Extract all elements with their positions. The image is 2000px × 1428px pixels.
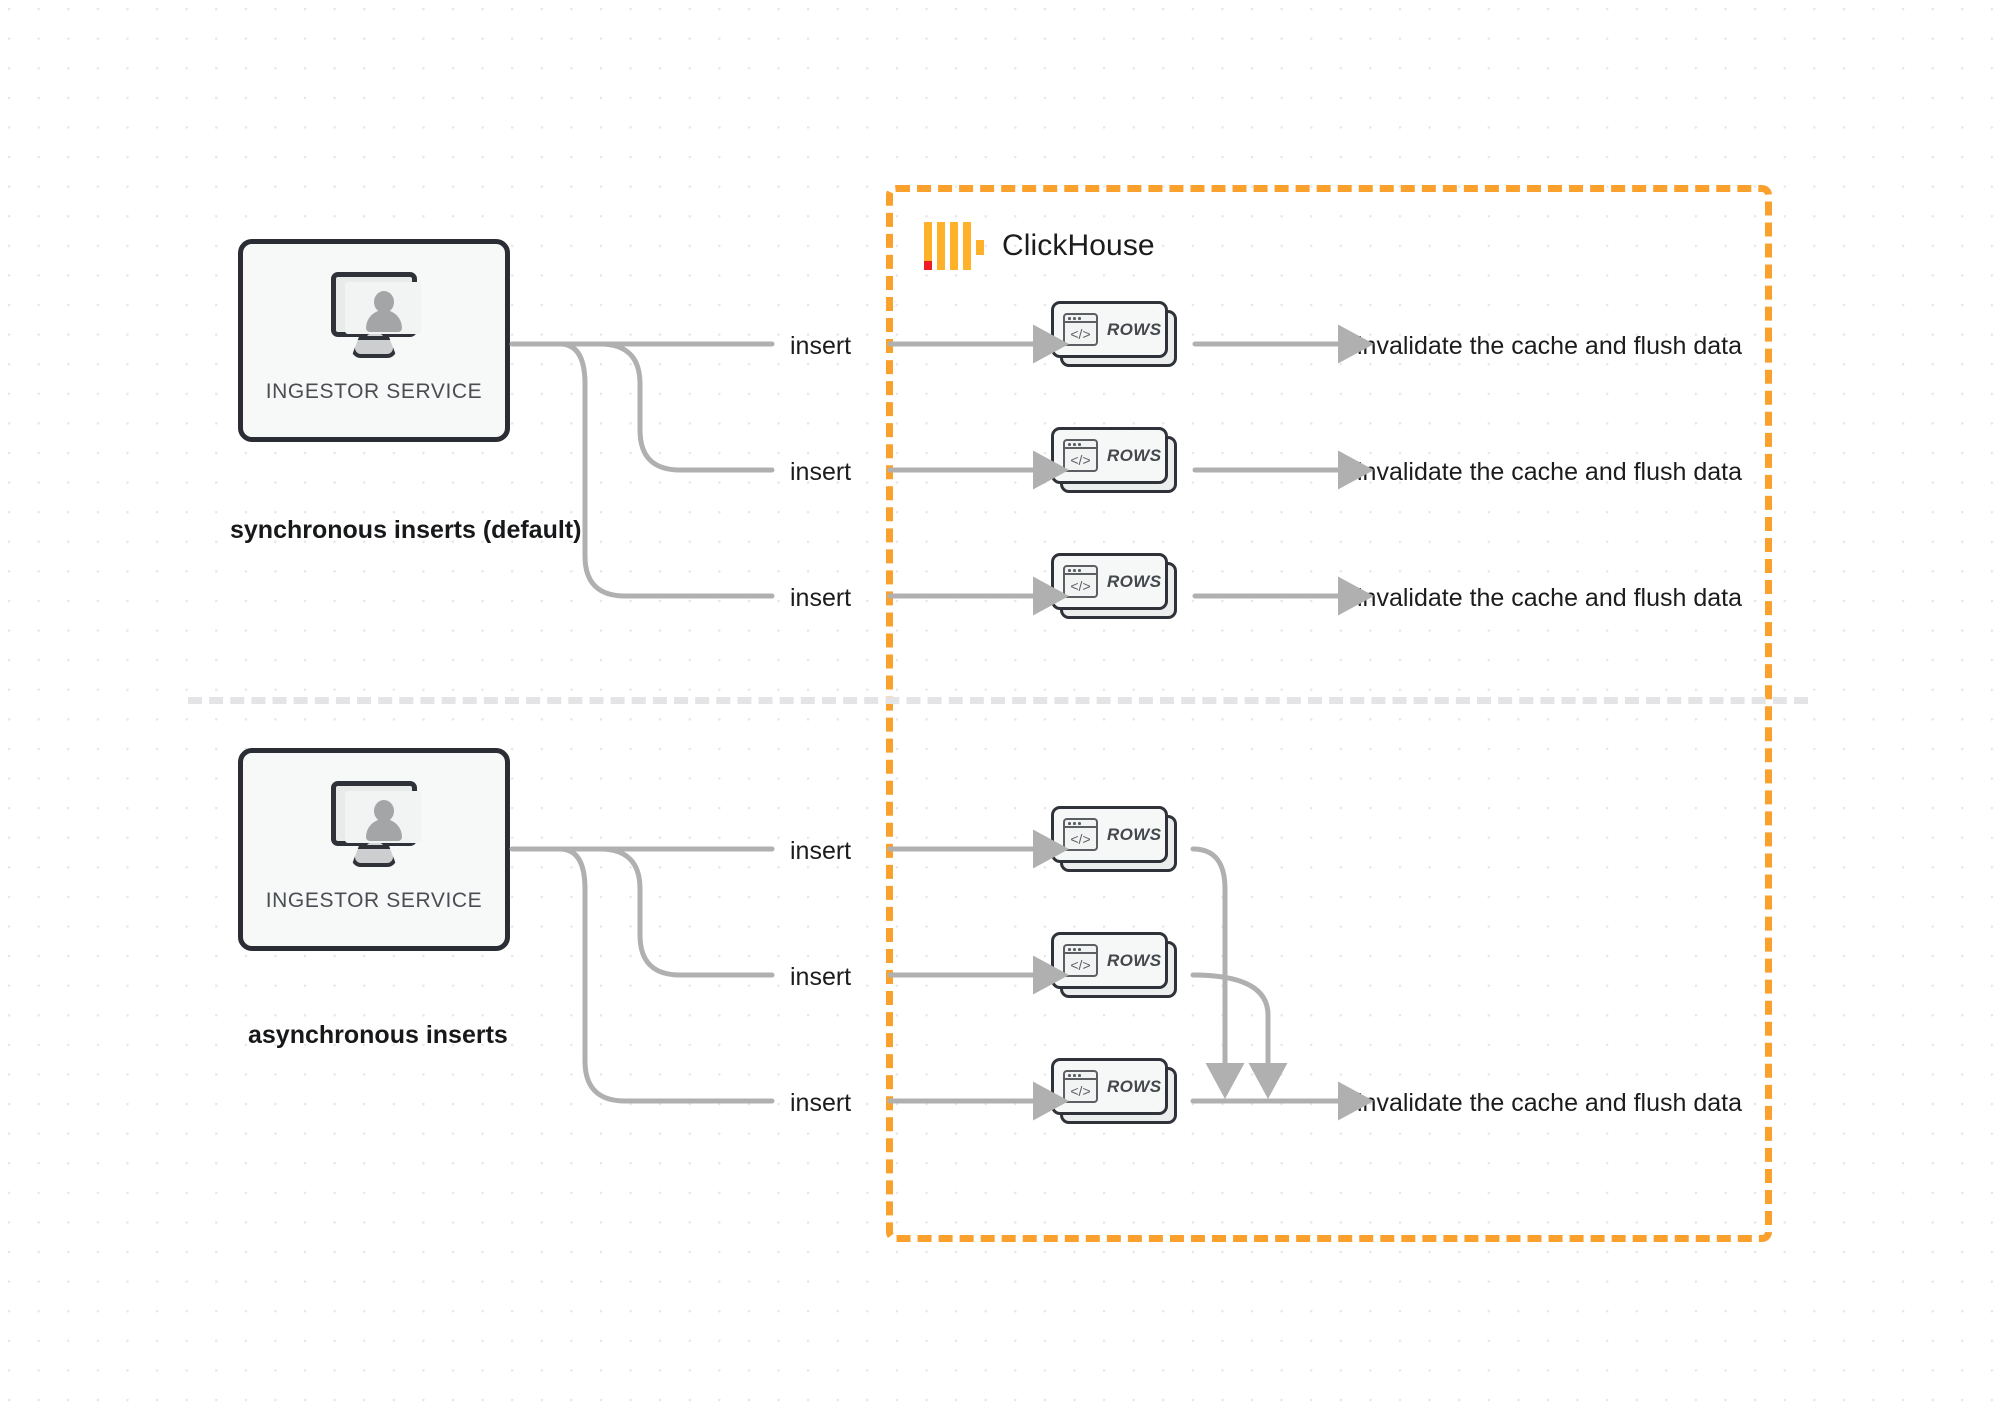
code-glyph: </> [1070, 957, 1091, 973]
rows-card-async-2[interactable]: </> ROWS [1051, 932, 1177, 998]
window-titlebar [1065, 567, 1096, 575]
window-dot-3 [1078, 822, 1081, 825]
wire-sync-branch-3 [557, 341, 775, 599]
code-glyph: </> [1070, 578, 1091, 594]
code-window-icon: </> [1063, 565, 1098, 598]
window-titlebar [1065, 315, 1096, 323]
window-dot-1 [1068, 1074, 1071, 1077]
outcome-label-sync-3: invalidate the cache and flush data [1357, 584, 1742, 612]
code-window-icon: </> [1063, 439, 1098, 472]
window-dot-2 [1073, 822, 1076, 825]
code-window-icon: </> [1063, 1070, 1098, 1103]
logo-red-square [924, 261, 932, 270]
window-dot-2 [1073, 948, 1076, 951]
window-dot-3 [1078, 948, 1081, 951]
rows-card-front: </> ROWS [1051, 806, 1168, 863]
edge-label-insert-sync-2: insert [790, 458, 852, 486]
window-dot-1 [1068, 569, 1071, 572]
rows-card-label: ROWS [1107, 950, 1162, 970]
ingestor-service-label-async: INGESTOR SERVICE [265, 889, 483, 912]
monitor-user-icon [327, 781, 421, 867]
monitor-stand [351, 845, 397, 867]
code-window-icon: </> [1063, 818, 1098, 851]
rows-card-async-3[interactable]: </> ROWS [1051, 1058, 1177, 1124]
window-titlebar [1065, 1072, 1096, 1080]
window-dot-3 [1078, 317, 1081, 320]
rows-card-front: </> ROWS [1051, 553, 1168, 610]
edge-label-insert-async-2: insert [790, 963, 852, 991]
wire-async-branch-2 [597, 846, 775, 978]
rows-card-label: ROWS [1107, 571, 1162, 591]
outcome-label-sync-2: invalidate the cache and flush data [1357, 458, 1742, 486]
edge-label-insert-async-1: insert [790, 837, 852, 865]
window-dot-3 [1078, 443, 1081, 446]
logo-bar-3 [950, 222, 958, 270]
rows-card-async-1[interactable]: </> ROWS [1051, 806, 1177, 872]
clickhouse-boundary [886, 185, 1772, 1242]
rows-card-sync-3[interactable]: </> ROWS [1051, 553, 1177, 619]
window-dot-1 [1068, 443, 1071, 446]
section-divider [188, 697, 1808, 704]
rows-card-label: ROWS [1107, 824, 1162, 844]
code-glyph: </> [1070, 1083, 1091, 1099]
clickhouse-title: ClickHouse [1002, 229, 1155, 262]
clickhouse-logo [924, 222, 984, 270]
section-caption-sync: synchronous inserts (default) [230, 516, 582, 544]
logo-bar-4 [963, 222, 971, 270]
window-dot-3 [1078, 569, 1081, 572]
code-window-icon: </> [1063, 313, 1098, 346]
rows-card-front: </> ROWS [1051, 301, 1168, 358]
monitor-screen [331, 781, 421, 846]
logo-bar-2 [937, 222, 945, 270]
code-window-icon: </> [1063, 944, 1098, 977]
rows-card-front: </> ROWS [1051, 427, 1168, 484]
ingestor-service-label-sync: INGESTOR SERVICE [265, 380, 483, 403]
wire-sync-branch-2 [597, 341, 775, 473]
rows-card-sync-2[interactable]: </> ROWS [1051, 427, 1177, 493]
code-glyph: </> [1070, 326, 1091, 342]
window-dot-3 [1078, 1074, 1081, 1077]
monitor-stand [351, 336, 397, 358]
rows-card-front: </> ROWS [1051, 1058, 1168, 1115]
rows-card-sync-1[interactable]: </> ROWS [1051, 301, 1177, 367]
outcome-label-sync-1: invalidate the cache and flush data [1357, 332, 1742, 360]
ingestor-service-sync[interactable]: INGESTOR SERVICE [238, 239, 510, 442]
rows-card-label: ROWS [1107, 1076, 1162, 1096]
window-dot-1 [1068, 822, 1071, 825]
section-caption-async: asynchronous inserts [248, 1021, 508, 1049]
edge-label-insert-sync-3: insert [790, 584, 852, 612]
outcome-label-async: invalidate the cache and flush data [1357, 1089, 1742, 1117]
edge-label-insert-async-3: insert [790, 1089, 852, 1117]
window-dot-1 [1068, 317, 1071, 320]
code-glyph: </> [1070, 452, 1091, 468]
monitor-screen [331, 272, 421, 337]
window-dot-2 [1073, 569, 1076, 572]
rows-card-label: ROWS [1107, 319, 1162, 339]
window-dot-2 [1073, 317, 1076, 320]
window-titlebar [1065, 946, 1096, 954]
monitor-user-icon [327, 272, 421, 358]
window-dot-2 [1073, 443, 1076, 446]
avatar-body [366, 819, 402, 841]
window-dot-2 [1073, 1074, 1076, 1077]
logo-nub [976, 240, 984, 255]
rows-card-label: ROWS [1107, 445, 1162, 465]
window-dot-1 [1068, 948, 1071, 951]
logo-bar-1 [924, 222, 932, 270]
wire-async-branch-3 [557, 846, 775, 1104]
window-titlebar [1065, 441, 1096, 449]
ingestor-service-async[interactable]: INGESTOR SERVICE [238, 748, 510, 951]
edge-label-insert-sync-1: insert [790, 332, 852, 360]
avatar-body [366, 310, 402, 332]
window-titlebar [1065, 820, 1096, 828]
avatar-head [374, 800, 394, 822]
avatar-head [374, 291, 394, 313]
clickhouse-logo-group: ClickHouse [924, 222, 1155, 270]
code-glyph: </> [1070, 831, 1091, 847]
rows-card-front: </> ROWS [1051, 932, 1168, 989]
